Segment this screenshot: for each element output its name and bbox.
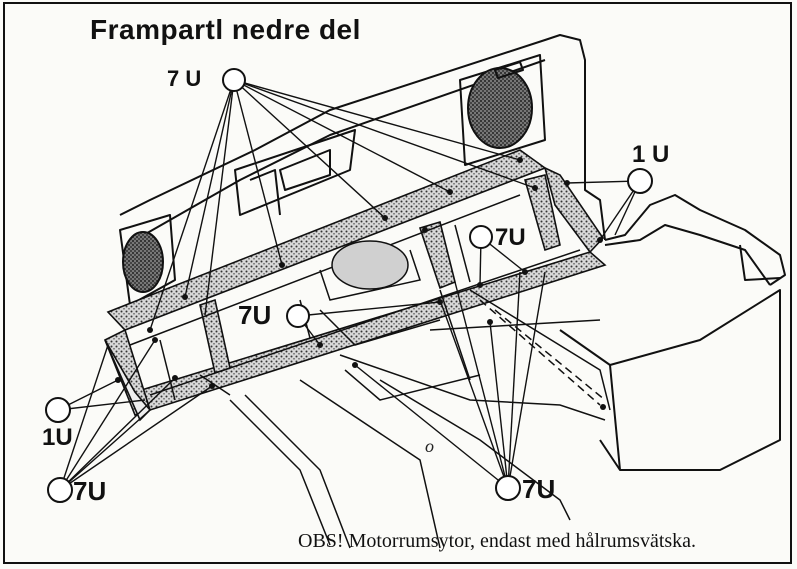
right-box [599, 289, 781, 471]
grille-opening [234, 129, 356, 216]
inner-brace-right [524, 174, 561, 252]
label-center-7u: 7U [238, 300, 272, 330]
stray-mark: o [425, 436, 434, 456]
label-left-1u: 1U [42, 424, 73, 451]
upper-body-panel [119, 34, 606, 241]
right-headlight [467, 67, 533, 149]
right-box-inner [609, 364, 621, 471]
right-box-top [559, 329, 611, 366]
inner-frame-lines [129, 194, 611, 549]
center-brace-left [199, 298, 231, 375]
grille-box [249, 169, 281, 216]
label-right-1u: 1 U [632, 141, 670, 168]
application-points [115, 157, 606, 410]
label-bottom-center-7u: 7U [522, 474, 556, 504]
label-top-7u: 7 U [167, 66, 202, 91]
label-bottom-left-7u: 7U [73, 476, 107, 506]
callout-circles [45, 68, 653, 503]
right-fender [604, 194, 786, 286]
footnote: OBS! Motorrumsytor, endast med hålrumsvä… [298, 530, 697, 552]
right-fender-lower [604, 224, 771, 286]
right-side-member [543, 166, 605, 254]
right-fender-edge [739, 244, 781, 281]
upper-body-inner [134, 59, 546, 241]
right-headlight-slot [494, 61, 524, 79]
figure-border [3, 2, 792, 564]
left-headlight [122, 231, 164, 293]
grille-inner [279, 149, 331, 191]
diagram-title: Frampartl nedre del [90, 14, 361, 45]
label-mid-right-7u: 7U [495, 224, 526, 251]
